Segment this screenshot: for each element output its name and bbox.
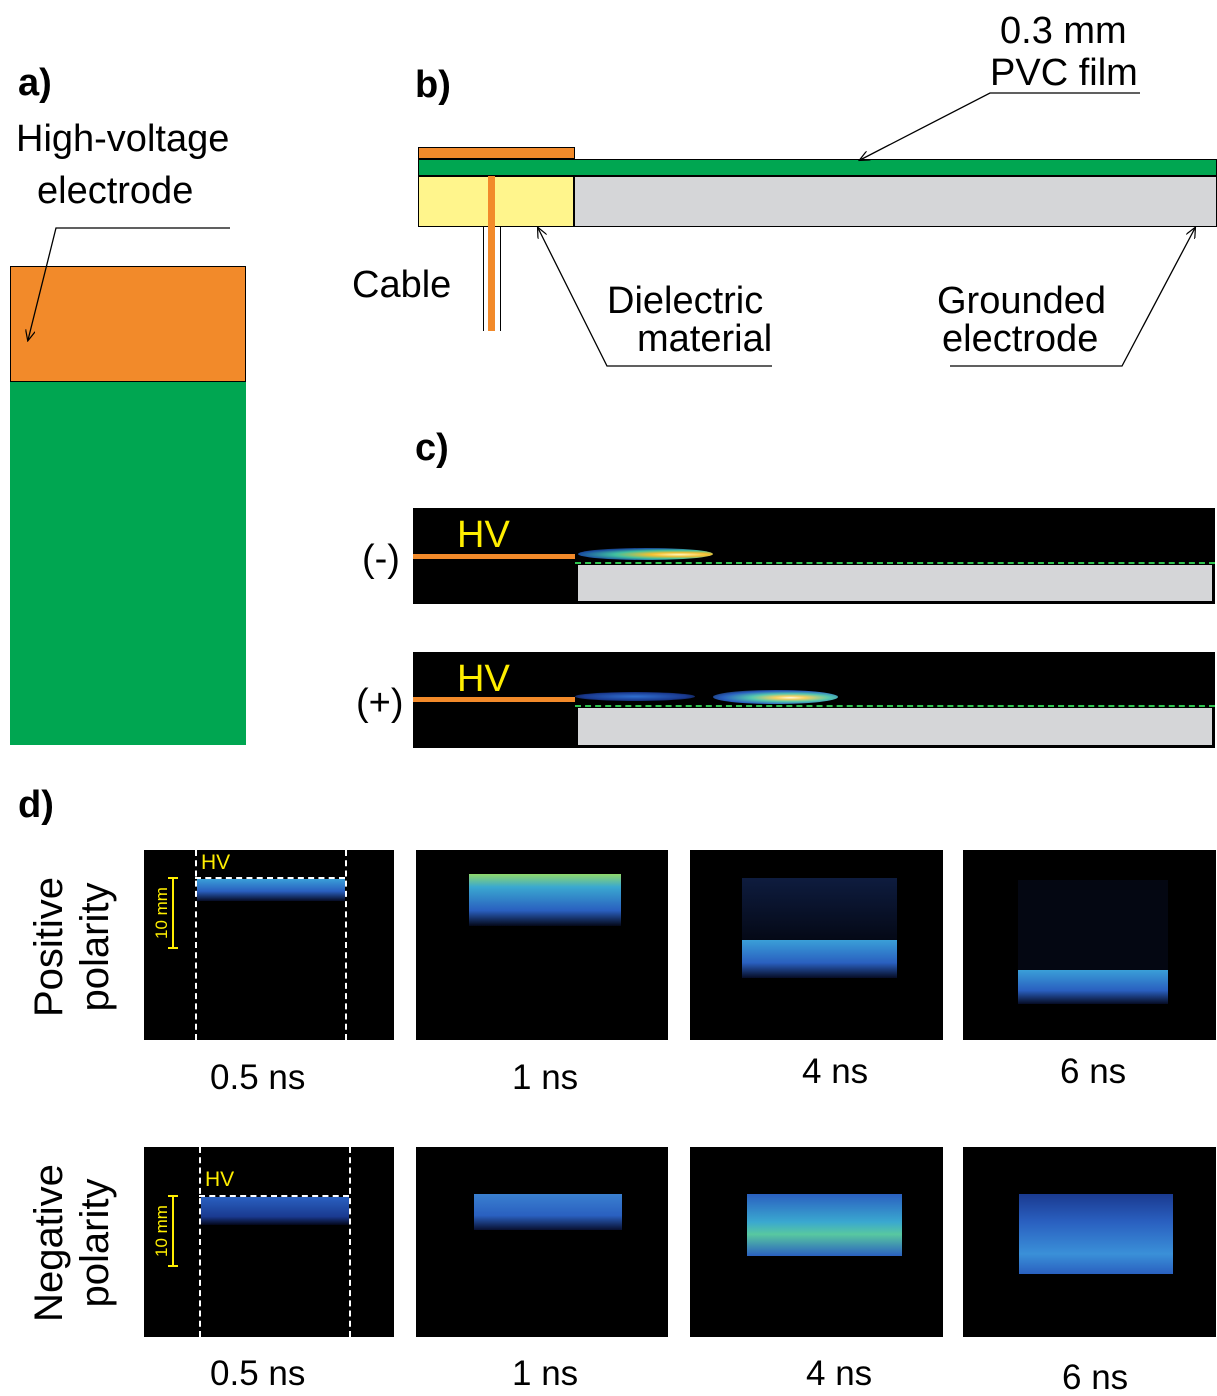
cable-core bbox=[488, 176, 495, 331]
discharge-zone bbox=[201, 1197, 349, 1225]
discharge-zone bbox=[197, 879, 345, 901]
discharge-image-positive: HV bbox=[413, 652, 1215, 748]
positive-polarity-mark: (+) bbox=[356, 682, 404, 724]
grounded-label-line1: Grounded bbox=[937, 280, 1107, 322]
row2-time-3: 6 ns bbox=[1062, 1358, 1129, 1396]
guide-line-left bbox=[195, 850, 197, 1040]
grounded-electrode-block bbox=[578, 565, 1212, 601]
dielectric-label-line1: Dielectric bbox=[607, 280, 764, 322]
scale-label: 10 mm bbox=[152, 1205, 171, 1257]
row2-label-line2: polarity bbox=[73, 1178, 117, 1308]
frame-positive-6ns bbox=[963, 850, 1216, 1040]
dielectric-label-line2: material bbox=[637, 318, 773, 360]
discharge-glow-negative bbox=[578, 548, 713, 560]
dielectric-leader bbox=[538, 228, 772, 367]
row2-time-0: 0.5 ns bbox=[210, 1354, 306, 1393]
row1-label-line1: Positive bbox=[27, 876, 71, 1018]
hv-edge-line bbox=[199, 1195, 349, 1197]
dielectric-block bbox=[418, 176, 574, 227]
row2-label-line1: Negative bbox=[27, 1164, 71, 1322]
hv-edge-line bbox=[195, 877, 345, 879]
hv-electrode-top-view bbox=[10, 266, 246, 382]
leader-lines bbox=[0, 92, 1217, 367]
grounded-electrode-side-view bbox=[574, 176, 1217, 227]
film-leader bbox=[860, 92, 1140, 160]
row1-time-0: 0.5 ns bbox=[210, 1058, 306, 1097]
panel-d-letter: d) bbox=[18, 784, 54, 826]
pvc-film-top-view bbox=[10, 382, 246, 745]
discharge-zone bbox=[469, 874, 621, 926]
panel-c-letter: c) bbox=[415, 427, 449, 469]
row2-time-2: 4 ns bbox=[806, 1354, 873, 1393]
panel-b-letter: b) bbox=[415, 64, 451, 106]
film-surface-line bbox=[575, 705, 1215, 707]
discharge-glow-positive-tail bbox=[575, 692, 695, 701]
frame-positive-4ns bbox=[690, 850, 943, 1040]
row1-time-3: 6 ns bbox=[1060, 1052, 1127, 1091]
discharge-zone bbox=[742, 940, 897, 978]
negative-polarity-mark: (-) bbox=[362, 538, 400, 580]
cable-label: Cable bbox=[352, 264, 452, 306]
frame-negative-4ns bbox=[690, 1147, 943, 1337]
scale-bar bbox=[172, 1195, 174, 1267]
discharge-zone bbox=[1019, 1194, 1173, 1274]
row1-time-2: 4 ns bbox=[802, 1052, 869, 1091]
grounded-label-line2: electrode bbox=[942, 318, 1099, 360]
panel-a-letter: a) bbox=[18, 62, 52, 104]
hv-electrode-strip bbox=[413, 554, 575, 559]
scale-bar bbox=[172, 877, 174, 949]
film-label-line2: PVC film bbox=[990, 52, 1138, 94]
frame-negative-1ns bbox=[416, 1147, 668, 1337]
guide-line-right bbox=[345, 850, 347, 1040]
row2-time-1: 1 ns bbox=[512, 1354, 579, 1393]
guide-line-right bbox=[349, 1147, 351, 1337]
row1-label-line2: polarity bbox=[73, 882, 117, 1012]
hv-label-positive: HV bbox=[457, 658, 510, 700]
hv-electrode-strip bbox=[413, 697, 575, 702]
discharge-haze bbox=[742, 878, 897, 940]
grounded-leader bbox=[950, 228, 1195, 367]
hv-electrode-leader bbox=[28, 227, 230, 340]
hv-electrode-label-line1: High-voltage bbox=[16, 118, 230, 160]
discharge-zone bbox=[474, 1194, 622, 1230]
film-label-line1: 0.3 mm bbox=[1000, 10, 1127, 52]
hv-electrode-side-view bbox=[418, 147, 575, 159]
discharge-zone bbox=[1018, 970, 1168, 1004]
hv-label: HV bbox=[201, 851, 231, 874]
guide-line-left bbox=[199, 1147, 201, 1337]
hv-label-negative: HV bbox=[457, 514, 510, 556]
discharge-image-negative: HV bbox=[413, 508, 1215, 604]
hv-electrode-label-line2: electrode bbox=[37, 170, 194, 212]
hv-label: HV bbox=[205, 1168, 235, 1191]
film-surface-line bbox=[575, 562, 1215, 564]
row1-time-1: 1 ns bbox=[512, 1058, 579, 1097]
frame-negative-0-5ns: HV 10 mm bbox=[144, 1147, 394, 1337]
scale-label: 10 mm bbox=[152, 887, 171, 939]
frame-positive-1ns bbox=[416, 850, 668, 1040]
discharge-glow-positive bbox=[713, 690, 838, 704]
frame-negative-6ns bbox=[963, 1147, 1216, 1337]
grounded-electrode-block bbox=[578, 708, 1212, 745]
discharge-haze bbox=[1018, 880, 1168, 970]
discharge-zone bbox=[747, 1194, 902, 1256]
frame-positive-0-5ns: HV 10 mm bbox=[144, 850, 394, 1040]
